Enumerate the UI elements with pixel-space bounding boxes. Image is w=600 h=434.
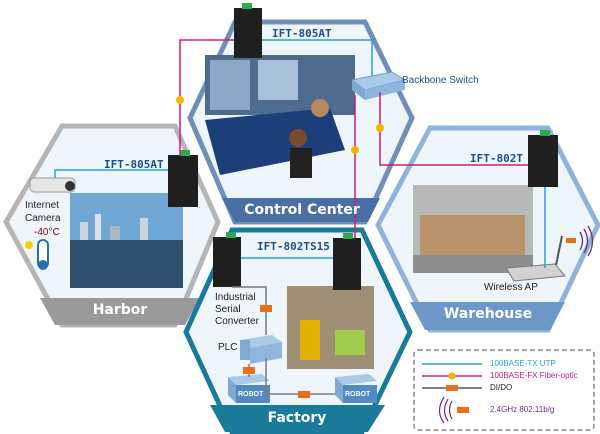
- ift-805at-top-label: IFT-805AT: [272, 27, 332, 40]
- serial-converter-device: [213, 232, 241, 287]
- wifi-tag: [566, 238, 576, 243]
- harbor-title: Harbor: [92, 302, 148, 318]
- utp-links: [54, 39, 546, 268]
- fiber-tag: [351, 146, 359, 154]
- ift-805at-top-device: [234, 3, 262, 58]
- fiber-links: [179, 39, 528, 238]
- control-center-banner: [222, 198, 380, 222]
- legend-fiber: 100BASE-FX Fiber-optic: [490, 371, 578, 380]
- robot-icon-right: [335, 374, 377, 403]
- robot-icon-left: [228, 374, 270, 403]
- ift-802ts15-label: IFT-802TS15: [257, 240, 330, 253]
- serial-converter-label-3: Converter: [215, 316, 259, 327]
- wireless-signal-icon: [579, 225, 594, 257]
- serial-converter-label-1: Industrial: [215, 292, 256, 303]
- robot-label-left: ROBOT: [238, 391, 264, 398]
- legend-wireless: 2.4GHz 802.11b/g: [490, 405, 555, 414]
- wireless-ap-icon: [505, 263, 566, 282]
- internet-camera-label-1: Internet: [25, 200, 59, 211]
- control-center-title: Control Center: [244, 202, 360, 218]
- serial-converter-label-2: Serial: [215, 304, 241, 315]
- operator-desk: [205, 108, 345, 175]
- backbone-switch-label: Backbone Switch: [402, 75, 479, 86]
- io-tag: [298, 391, 310, 398]
- io-tag: [260, 305, 272, 312]
- internet-camera-icon: [29, 177, 76, 193]
- robot-label-right: ROBOT: [345, 391, 371, 398]
- warehouse-banner: [410, 302, 565, 330]
- wireless-ap-label: Wireless AP: [484, 282, 538, 293]
- ift-802t-label: IFT-802T: [470, 152, 523, 165]
- ift-805at-harbor-device: [168, 150, 198, 207]
- plc-label: PLC: [218, 342, 238, 353]
- io-tag: [243, 367, 255, 374]
- temperature-label: -40°C: [34, 227, 60, 238]
- fiber-tag: [176, 96, 184, 104]
- ift-805at-harbor-label: IFT-805AT: [104, 158, 164, 171]
- operator-person: [311, 99, 329, 117]
- plc-icon: [240, 335, 282, 364]
- internet-camera-label-2: Camera: [25, 213, 61, 224]
- legend-dido: DI/DO: [490, 383, 513, 392]
- warehouse-title: Warehouse: [443, 306, 533, 322]
- ift-802t-device: [528, 130, 558, 187]
- factory-title: Factory: [267, 410, 327, 426]
- legend-utp: 100BASE-TX UTP: [490, 359, 556, 368]
- factory-banner: [210, 405, 385, 432]
- fiber-tag: [376, 124, 384, 132]
- sun-icon: [25, 241, 33, 249]
- ift-802ts15-device: [333, 233, 361, 290]
- harbor-banner: [40, 298, 200, 325]
